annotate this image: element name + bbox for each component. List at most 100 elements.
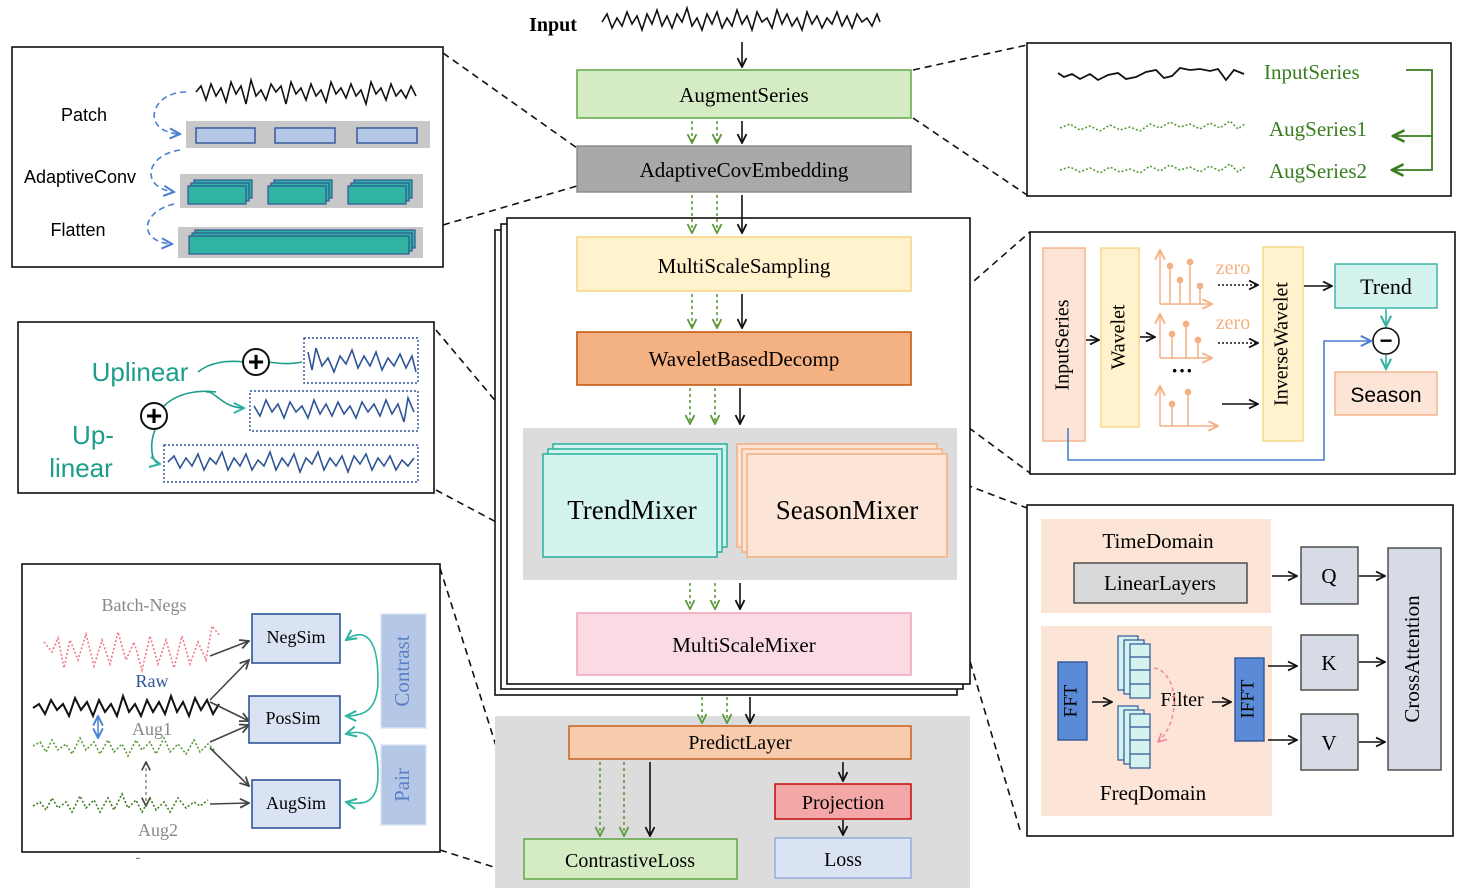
wp-input-series-box (1042, 247, 1086, 442)
ifft-label: IFFT (1237, 679, 1258, 718)
aug2-waveform (32, 792, 209, 814)
augment-input-waveform (1057, 67, 1245, 82)
wp-trend-label: Trend (1360, 274, 1412, 299)
uplinear-label: Uplinear (92, 357, 189, 387)
wp-zero-label-1: zero (1216, 257, 1250, 279)
multi-scale-sampling-label: MultiScaleSampling (658, 254, 831, 278)
trend-mixer-box (542, 443, 728, 558)
aug1-label: Aug1 (132, 719, 172, 739)
arrows-mixers-to-multiscale (690, 583, 740, 609)
cross-attention-label: CrossAttention (1400, 595, 1424, 723)
multi-scale-mixer-box (576, 612, 912, 676)
qkv-boxes (1300, 546, 1359, 771)
fft-box (1057, 661, 1088, 741)
patch-label: Patch (61, 105, 107, 125)
predict-layer-label: PredictLayer (688, 732, 792, 754)
aug1-waveform (32, 736, 217, 758)
batch-negs-waveform (43, 624, 221, 674)
arrows-sampling-to-decomp (692, 294, 742, 328)
aug-series-2-waveform (1059, 162, 1247, 174)
fft-label: FFT (1060, 684, 1081, 717)
pair-box (380, 744, 427, 826)
freq-domain-label: FreqDomain (1100, 781, 1207, 805)
q-label: Q (1321, 564, 1336, 588)
wp-trend-box (1334, 263, 1438, 309)
multi-scale-sampling-box (576, 236, 912, 292)
raw-waveform (32, 692, 220, 719)
wp-inverse-wavelet-label: InverseWavelet (1271, 282, 1293, 406)
trend-mixer-label: TrendMixer (567, 495, 697, 525)
loss-box (774, 837, 912, 879)
season-mixer-box (736, 443, 948, 558)
augment-series-label: AugmentSeries (679, 83, 808, 107)
wp-coefficients-3 (1160, 386, 1218, 426)
wp-arrows-to-inverse (1218, 285, 1258, 404)
filter-label: Filter (1160, 689, 1204, 711)
trend-add-symbol-top: + (248, 346, 264, 377)
arrows-decomp-to-mixers (690, 388, 740, 424)
up-label: Up- (72, 420, 114, 450)
v-label: V (1321, 731, 1336, 755)
augment-panel (1026, 42, 1452, 197)
projection-label: Projection (802, 792, 884, 814)
trend-scale-box-top (303, 337, 419, 384)
wp-wavelet-box (1100, 247, 1140, 428)
season-mixer-label: SeasonMixer (776, 495, 918, 525)
aug2-label: Aug2 (138, 820, 178, 840)
flatten-blocks (188, 229, 416, 255)
predict-layer-box (568, 725, 912, 760)
arrows-qkv-attention (1359, 576, 1385, 742)
trend-add-symbol-bottom: + (146, 400, 162, 431)
raw-label: Raw (136, 671, 169, 691)
cross-attention-box (1387, 547, 1442, 771)
wp-coefficients-2 (1160, 314, 1212, 358)
aug-series-1-label: AugSeries1 (1269, 117, 1367, 141)
filter-matrix-bottom (1117, 705, 1151, 769)
aug-sim-label: AugSim (266, 793, 326, 813)
patch-blocks (195, 127, 418, 144)
adaptive-cov-embedding-box (576, 145, 912, 193)
trend-scale-box-bottom (163, 444, 419, 483)
trend-add-op-bottom (140, 402, 168, 430)
ifft-box (1234, 657, 1265, 742)
trend-waveform-mid (253, 395, 415, 423)
embedding-flow-arrows (146, 91, 187, 244)
trend-scale-box-mid (249, 390, 419, 432)
arrows-block-to-predict (702, 697, 750, 723)
batch-negs-label: Batch-Negs (102, 595, 187, 615)
wp-coefficients-1 (1160, 250, 1212, 304)
contrastive-loss-label: ContrastiveLoss (565, 850, 695, 872)
aug-series-2-label: AugSeries2 (1269, 159, 1367, 183)
arrows-augment-to-embedding (692, 121, 742, 143)
augment-series-box (576, 69, 912, 119)
projection-box (774, 783, 912, 820)
loss-label: Loss (824, 849, 862, 871)
wp-wavelet-label: Wavelet (1108, 304, 1130, 369)
wavelet-based-decomp-label: WaveletBasedDecomp (649, 347, 840, 371)
arrows-to-similarities (209, 641, 249, 804)
adaptive-conv-label: AdaptiveConv (24, 167, 136, 187)
wp-season-box (1334, 371, 1438, 416)
wp-residual-path (1067, 341, 1371, 461)
arrows-embedding-to-sampling (692, 195, 742, 233)
trend-upsampling-arrows (152, 360, 303, 464)
augment-bracket-arrows (1392, 69, 1433, 170)
linear-layers-box (1073, 562, 1248, 604)
wp-minus-symbol: − (1380, 328, 1393, 353)
trend-waveform-bottom (167, 449, 415, 475)
linear-label: linear (49, 453, 113, 483)
wp-inverse-wavelet-box (1262, 246, 1304, 442)
linear-layers-label: LinearLayers (1104, 571, 1216, 595)
wp-zero-label-2: zero (1216, 312, 1250, 334)
wp-season-label: Season (1350, 384, 1421, 407)
wp-minus-op (1372, 327, 1400, 355)
wp-input-series-label: InputSeries (1052, 299, 1074, 390)
wavelet-based-decomp-box (576, 331, 912, 386)
pair-label: Pair (390, 768, 414, 802)
trailing-dash: - (135, 849, 140, 866)
contrast-pair-arcs (346, 635, 379, 803)
contrastive-loss-box (523, 838, 738, 880)
aug-series-1-waveform (1059, 119, 1247, 132)
filter-matrix-top (1117, 635, 1151, 699)
